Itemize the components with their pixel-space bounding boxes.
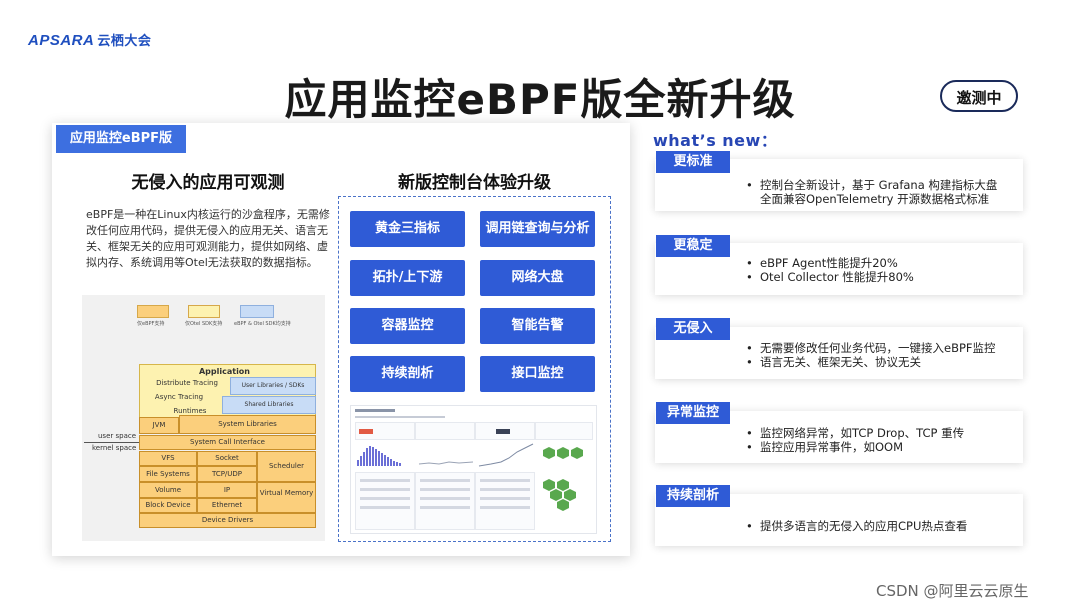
device-drivers: Device Drivers [139, 513, 316, 528]
thumb-line-chart [418, 461, 474, 465]
thumb-tabs [355, 416, 445, 418]
container-monitoring-button[interactable]: 容器监控 [350, 308, 465, 344]
feature-tag-noninvasive: 无侵入 [656, 318, 730, 340]
feature-tag-standard: 更标准 [656, 151, 730, 173]
runtimes: Runtimes [173, 407, 207, 415]
distribute-tracing: Distribute Tracing [156, 379, 218, 387]
feature-bullet: •提供多语言的无侵入的应用CPU热点查看 [746, 519, 968, 533]
kernel-space-label: kernel space [92, 444, 137, 452]
col1-title: 无侵入的应用可观测 [131, 173, 285, 193]
feature-tag-anomaly: 异常监控 [656, 402, 730, 424]
feature-tag-stable: 更稳定 [656, 235, 730, 257]
legend-swatch-both [240, 305, 274, 318]
block-device: Block Device [139, 498, 197, 513]
invite-badge: 邀测中 [940, 80, 1018, 112]
thumb-bar-chart [357, 446, 401, 466]
golden-metrics-button[interactable]: 黄金三指标 [350, 211, 465, 247]
whats-new-heading: what’s new： [653, 131, 778, 150]
thumb-stat-4 [535, 422, 593, 440]
feature-bullet: •监控应用异常事件，如OOM [746, 440, 904, 454]
socket: Socket [197, 451, 257, 466]
feature-bullet: •eBPF Agent性能提升20% [746, 256, 898, 270]
file-systems: File Systems [139, 466, 197, 482]
thumb-stat-1 [355, 422, 415, 440]
network-dashboard-button[interactable]: 网络大盘 [480, 260, 595, 296]
feature-bullet: •语言无关、框架无关、协议无关 [746, 355, 921, 369]
brand-name: APSARA [28, 32, 95, 49]
page-title: 应用监控eBPF版全新升级 [284, 75, 796, 124]
scheduler: Scheduler [257, 451, 316, 482]
user-space-label: user space [98, 432, 137, 440]
volume-manager: Volume Manager [139, 482, 197, 508]
virtual-memory: Virtual Memory [257, 482, 316, 513]
ip: IP [197, 482, 257, 498]
legend-swatch-otel [188, 305, 220, 318]
feature-bullet: •监控网络异常，如TCP Drop、TCP 重传 [746, 426, 965, 440]
feature-bullet: •控制台全新设计，基于 Grafana 构建指标大盘 [746, 178, 998, 192]
architecture-diagram: 仅eBPF支持 仅Otel SDK支持 eBPF & Otel SDK均支持 A… [82, 295, 325, 541]
feature-tag-profiling: 持续剖析 [656, 485, 730, 507]
watermark: CSDN @阿里云云原生 [876, 582, 1029, 600]
col2-title: 新版控制台体验升级 [398, 173, 551, 193]
trace-analysis-button[interactable]: 调用链查询与分析 [480, 211, 595, 247]
smart-alert-button[interactable]: 智能告警 [480, 308, 595, 344]
legend-label-both: eBPF & Otel SDK均支持 [234, 321, 291, 327]
continuous-profiling-button[interactable]: 持续剖析 [350, 356, 465, 392]
application-label: Application [198, 367, 250, 376]
console-box [338, 196, 611, 542]
legend-label-otel: 仅Otel SDK支持 [185, 321, 223, 327]
description: eBPF是一种在Linux内核运行的沙盒程序，无需修改任何应用代码，提供无侵入的… [86, 208, 330, 269]
vfs: VFS [139, 451, 197, 466]
legend-label-ebpf: 仅eBPF支持 [137, 321, 165, 327]
space-divider [84, 442, 139, 443]
thumb-table-1 [355, 472, 415, 530]
thumb-table-2 [415, 472, 475, 530]
legend-swatch-ebpf [137, 305, 169, 318]
thumb-title-bar [355, 409, 395, 412]
card-tab: 应用监控eBPF版 [56, 125, 186, 153]
thumb-hexagon-map [543, 447, 583, 511]
jvm: JVM [139, 417, 179, 434]
feature-bullet: •无需要修改任何业务代码，一键接入eBPF监控 [746, 341, 996, 355]
thumb-area-chart [478, 443, 534, 467]
user-libraries: User Libraries / SDKs [230, 377, 316, 395]
tcp-udp: TCP/UDP [197, 466, 257, 482]
feature-bullet: 全面兼容OpenTelemetry 开源数据格式标准 [760, 192, 990, 206]
topology-button[interactable]: 拓扑/上下游 [350, 260, 465, 296]
ethernet: Ethernet [197, 498, 257, 513]
feature-bullet: •Otel Collector 性能提升80% [746, 270, 914, 284]
thumb-stat-3 [475, 422, 535, 440]
async-tracing: Async Tracing [154, 393, 204, 401]
thumb-stat-2 [415, 422, 475, 440]
brand-cn: 云栖大会 [97, 34, 152, 49]
api-monitoring-button[interactable]: 接口监控 [480, 356, 595, 392]
dashboard-thumbnail [350, 405, 597, 534]
shared-libraries: Shared Libraries [222, 396, 316, 414]
thumb-table-3 [475, 472, 535, 530]
system-libraries: System Libraries [179, 415, 316, 434]
system-call-interface: System Call Interface [139, 435, 316, 450]
